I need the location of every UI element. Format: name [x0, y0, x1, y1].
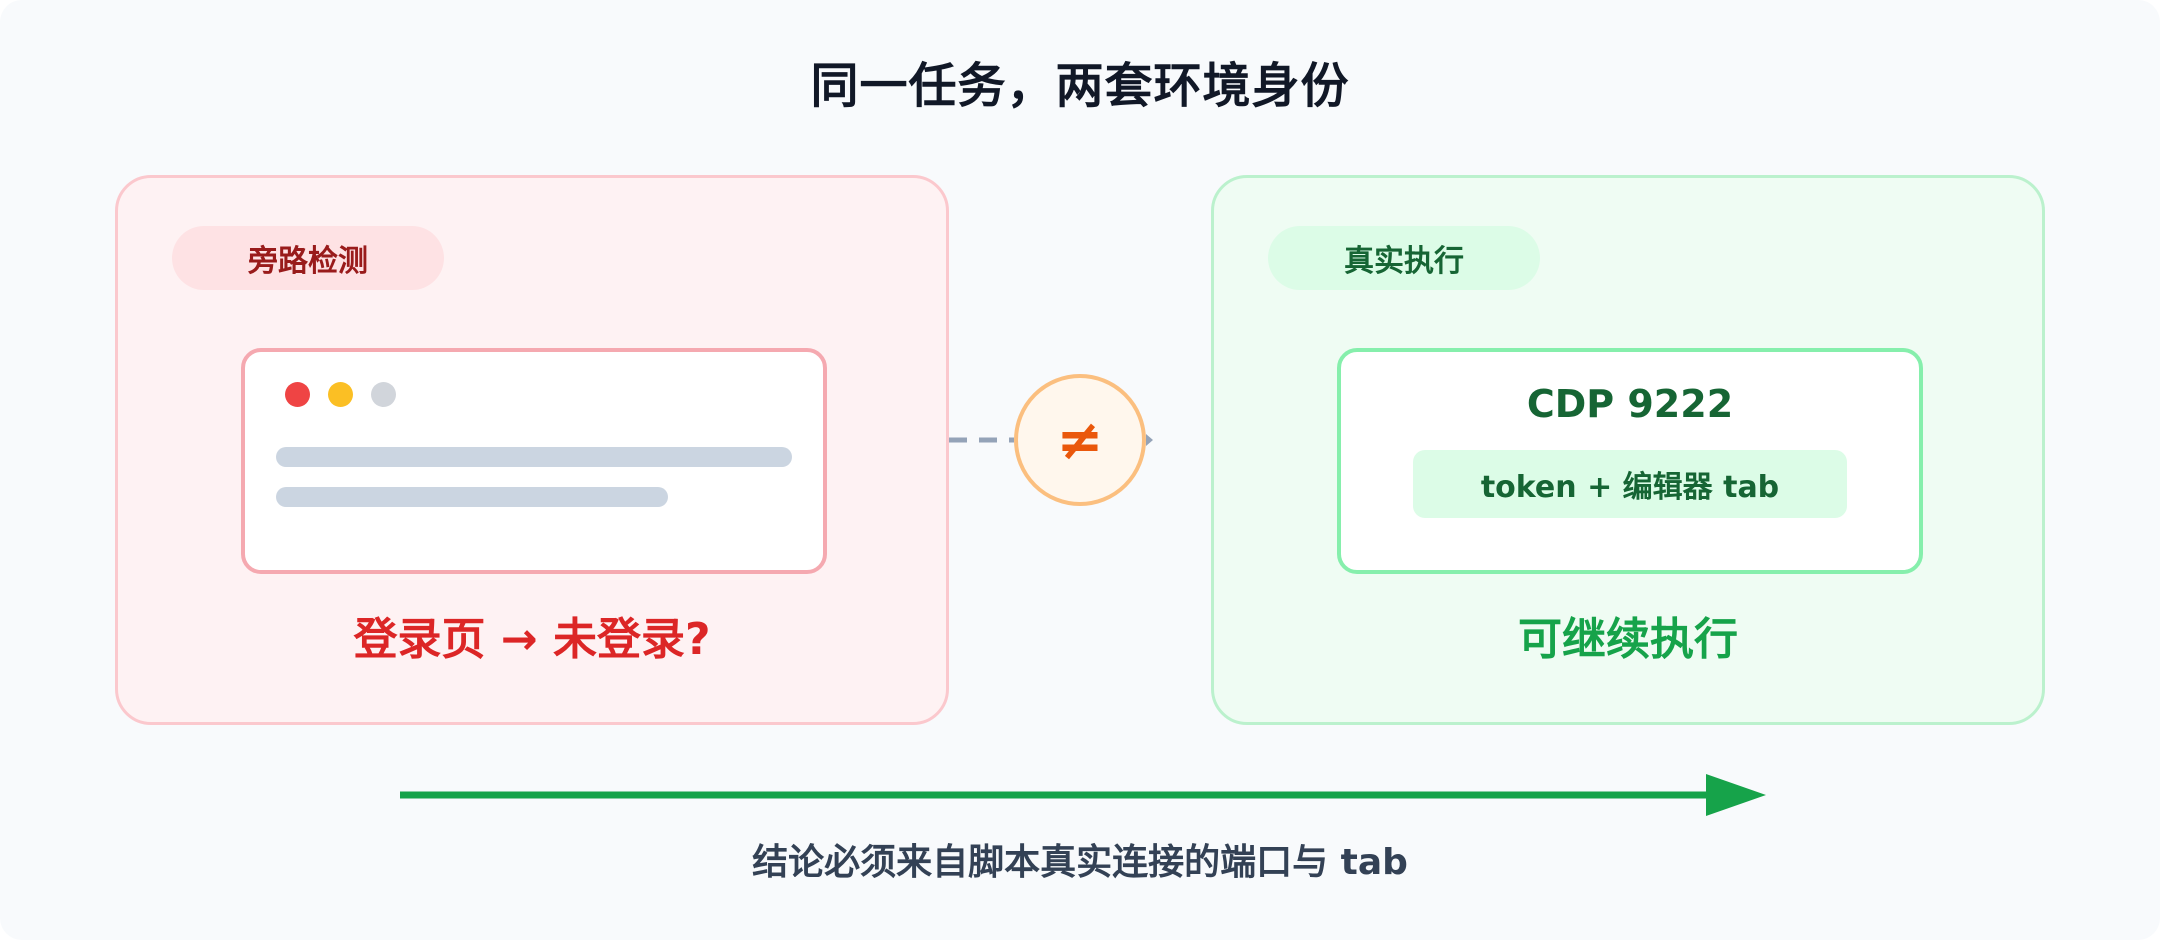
diagram-title: 同一任务，两套环境身份: [810, 58, 1350, 114]
window-maximize-dot-icon: [371, 382, 396, 407]
cdp-port-label: CDP 9222: [1526, 382, 1734, 426]
real-execution-caption: 可继续执行: [1518, 614, 1738, 665]
side-channel-badge: 旁路检测: [172, 226, 444, 290]
window-close-dot-icon: [285, 382, 310, 407]
window-minimize-dot-icon: [328, 382, 353, 407]
real-execution-badge: 真实执行: [1268, 226, 1540, 290]
conclusion-text: 结论必须来自脚本真实连接的端口与 tab: [752, 842, 1408, 883]
side-channel-caption: 登录页 → 未登录?: [353, 614, 711, 665]
token-tab-box: token + 编辑器 tab: [1413, 450, 1847, 518]
content-placeholder-line: [276, 447, 792, 467]
connector-arrowhead-icon: [1146, 434, 1153, 446]
real-execution-panel: 真实执行 CDP 9222 token + 编辑器 tab 可继续执行: [1211, 175, 2045, 725]
conclusion-arrowhead-icon: [1706, 774, 1766, 816]
content-placeholder-line: [276, 487, 668, 507]
not-equal-icon: ≠: [1014, 374, 1146, 506]
cdp-card: CDP 9222 token + 编辑器 tab: [1337, 348, 1923, 574]
browser-window-mockup: [241, 348, 827, 574]
side-channel-panel: 旁路检测 登录页 → 未登录?: [115, 175, 949, 725]
